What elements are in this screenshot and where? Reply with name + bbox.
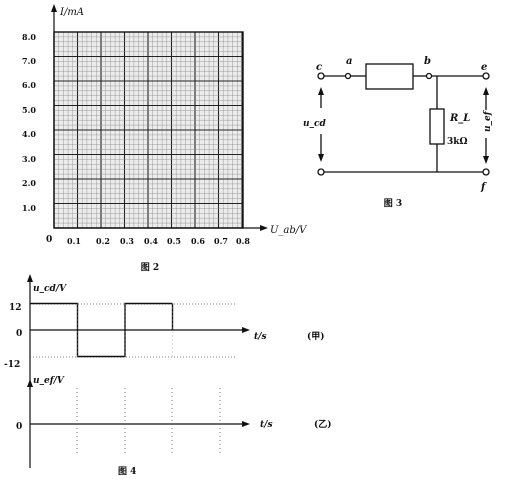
fig4-top-y-label: u_cd/V [33,284,67,294]
up-arrow-icon [318,87,324,95]
fig2-y-tick-labels: 1.0 2.0 3.0 4.0 5.0 6.0 7.0 8.0 [22,32,36,213]
y-tick-label: 8.0 [22,32,36,42]
level-label-plus12: 12 [9,303,22,313]
fig4-bottom-zero: 0 [16,422,22,432]
resistor-name: R_L [449,113,470,124]
fig3-labels: c a b e f R_L 3kΩ u_cd u_ef 图 3 [303,56,493,209]
fig4-bottom-plot: u_ef/V t/s (乙) 0 [16,376,332,468]
level-label-zero: 0 [16,329,22,339]
right-arrow-icon [242,421,250,427]
fig4-bottom-guides [76,388,221,456]
y-tick-label: 1.0 [22,203,36,213]
x-tick-label: 0.5 [167,236,181,246]
fig3-arrowheads [318,87,489,164]
terminal-e [482,72,490,80]
x-tick-label: 0.1 [67,236,81,246]
output-voltage-label: u_ef [483,109,493,132]
x-tick-label: 0.2 [96,236,110,246]
fig4-bottom-y-label: u_ef/V [33,376,65,386]
down-arrow-icon [483,156,489,164]
y-tick-label: 2.0 [22,178,36,188]
fig2-y-arrow-icon [51,4,57,12]
fig4-bottom-tag: (乙) [314,419,332,430]
graph-paper-grid [54,32,243,228]
y-tick-label: 6.0 [22,80,36,90]
node-label-e: e [481,62,487,73]
terminal-d [317,168,325,176]
y-tick-label: 3.0 [22,154,36,164]
x-tick-label: 0.6 [191,236,205,246]
up-arrow-icon [483,87,489,95]
fig2-x-tick-labels: 0.1 0.2 0.3 0.4 0.5 0.6 0.7 0.8 [67,236,250,246]
fig4-top-t-label: t/s [254,332,267,342]
right-arrow-icon [242,327,250,333]
up-arrow-icon [27,379,33,387]
y-tick-label: 4.0 [22,129,36,139]
fig2-graph: I/mA U_ab/V 0 1.0 2.0 3.0 4.0 5.0 6.0 7.… [22,4,308,273]
fig4-top-marks [30,302,174,358]
input-voltage-label: u_cd [303,119,327,129]
terminal-b [425,72,433,80]
fig4-top-plot: u_cd/V t/s (甲) 12 0 -12 [4,274,325,390]
down-arrow-icon [318,154,324,162]
fig2-x-arrow-icon [260,225,268,231]
fig4-caption: 图 4 [118,466,136,477]
up-arrow-icon [27,274,33,282]
square-wave-line [30,302,173,358]
fig2-origin-label: 0 [46,235,52,245]
x-tick-label: 0.7 [214,236,228,246]
y-tick-label: 5.0 [22,105,36,115]
fig3-caption: 图 3 [384,198,402,209]
fig2-caption: 图 2 [141,262,159,273]
unknown-element-box [365,63,414,90]
node-label-a: a [346,56,352,67]
terminal-c [317,72,325,80]
x-tick-label: 0.8 [236,236,250,246]
x-tick-label: 0.3 [120,236,134,246]
x-tick-label: 0.4 [144,236,158,246]
node-label-c: c [316,62,322,73]
fig4-top-tag: (甲) [307,331,325,342]
terminal-a [344,72,352,80]
fig2-y-axis-label: I/mA [59,7,84,18]
fig2-x-axis-label: U_ab/V [270,225,308,236]
fig3-circuit [317,63,490,176]
terminal-f [482,168,490,176]
node-label-f: f [480,182,487,193]
fig4-bottom-t-label: t/s [260,420,273,430]
resistor-value: 3kΩ [447,137,468,147]
y-tick-label: 7.0 [22,56,36,66]
level-label-minus12: -12 [4,360,20,370]
resistor-rl [429,108,445,145]
node-label-b: b [424,56,431,67]
